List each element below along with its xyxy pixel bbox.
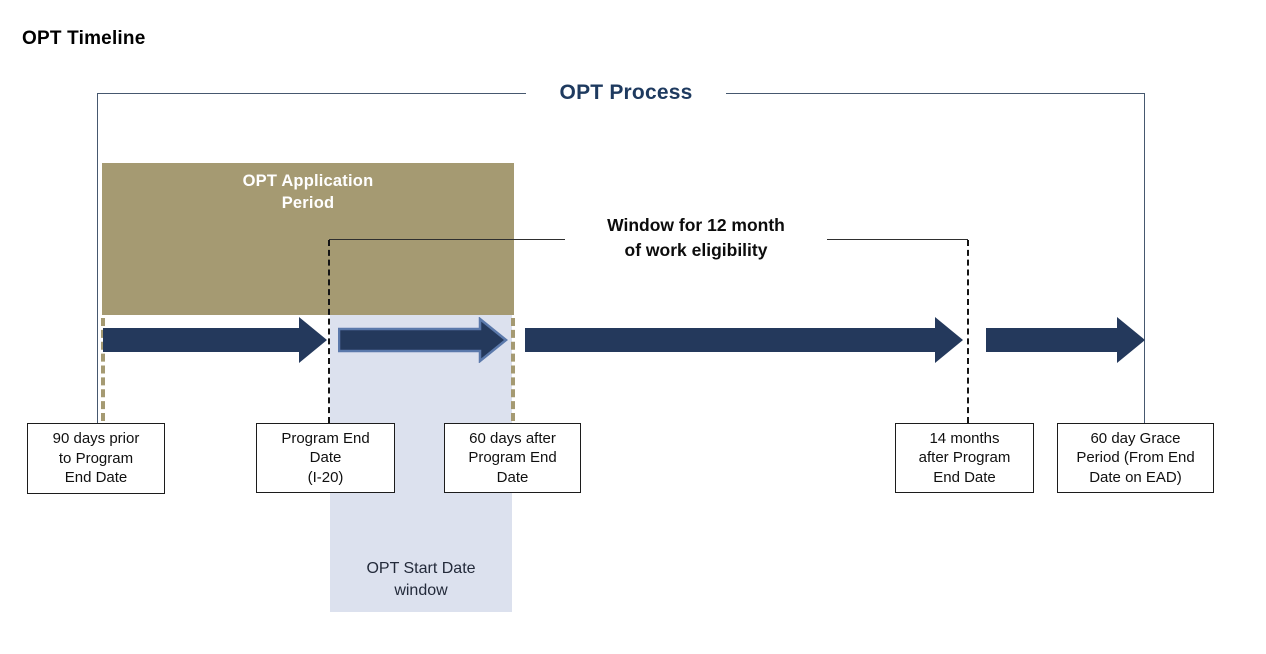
application-period-box: OPT Application Period	[102, 163, 514, 315]
fourteen-months-dashed-line	[967, 240, 969, 423]
milestone-14-months-after: 14 months after Program End Date	[895, 423, 1034, 493]
timeline-arrow-3	[525, 317, 963, 363]
start-date-window-label: OPT Start Date window	[366, 559, 476, 599]
process-bracket-left-line	[97, 93, 98, 423]
milestone-60-days-after: 60 days after Program End Date	[444, 423, 581, 493]
process-header: OPT Process	[526, 81, 726, 105]
sixty-days-after-dashed-line	[511, 318, 515, 421]
milestone-60-day-grace-period: 60 day Grace Period (From End Date on EA…	[1057, 423, 1214, 493]
milestone-90-days-prior: 90 days prior to Program End Date	[27, 423, 165, 494]
page-title: OPT Timeline	[22, 28, 146, 49]
timeline-arrow-2	[338, 317, 508, 363]
program-end-date-dashed-line	[328, 240, 330, 423]
work-window-label: Window for 12 month of work eligibility	[565, 213, 827, 264]
milestone-program-end-date: Program End Date (I-20)	[256, 423, 395, 493]
timeline-arrow-1	[103, 317, 327, 363]
ninety-days-prior-dashed-line	[101, 318, 105, 421]
timeline-arrow-4	[986, 317, 1145, 363]
application-period-label: OPT Application Period	[242, 172, 374, 212]
process-bracket-right-line	[1144, 93, 1145, 423]
